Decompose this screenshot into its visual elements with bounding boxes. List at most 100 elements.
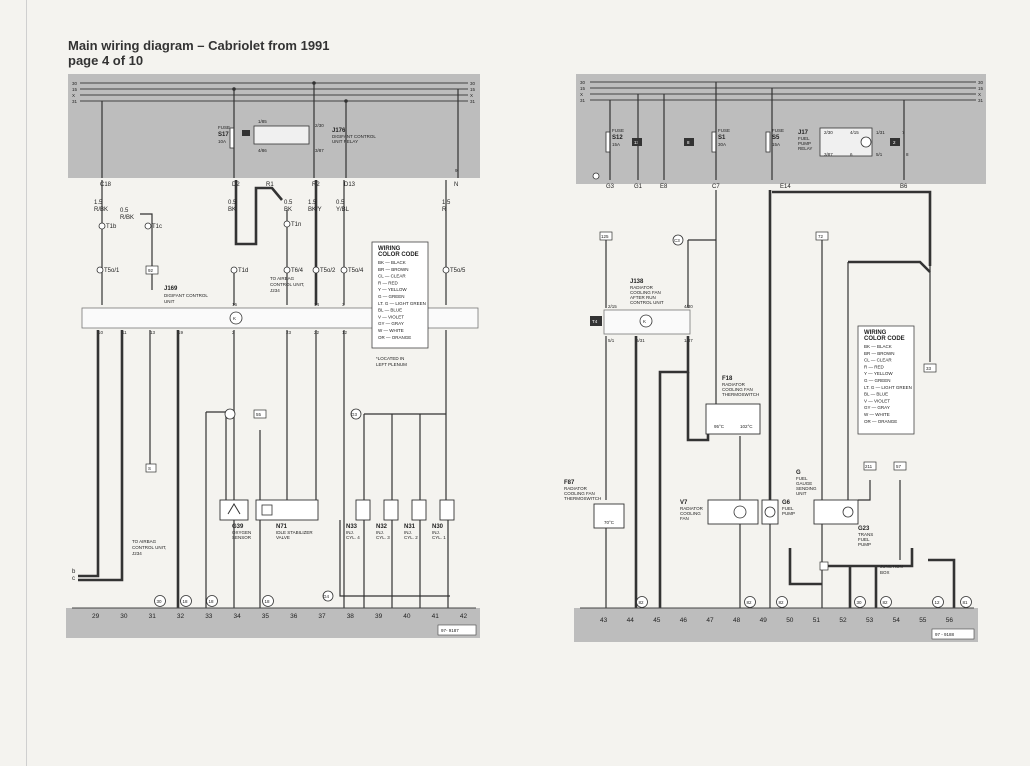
fuse-id: S5 bbox=[772, 135, 780, 141]
fuse-box-marker bbox=[890, 138, 900, 146]
terminal-d13: D13 bbox=[344, 182, 356, 188]
component-name: INJ. bbox=[376, 530, 384, 535]
ground-bar-number: 41 bbox=[432, 613, 440, 620]
wire-size: 0.5 bbox=[120, 208, 129, 214]
component-name-2: CYL. 3 bbox=[376, 535, 390, 540]
fuse-marker bbox=[242, 130, 250, 136]
component-n32-injector bbox=[383, 499, 399, 521]
junction-dot bbox=[232, 87, 236, 91]
relay-id: J176 bbox=[332, 128, 346, 134]
ecu-name: DIGIFANT CONTROL bbox=[164, 293, 208, 298]
connector-icon bbox=[340, 266, 348, 274]
bottom-ref-circle-icon bbox=[180, 595, 192, 607]
valve-icon bbox=[261, 504, 273, 516]
component-id: N32 bbox=[376, 524, 388, 530]
ground-ref-icon bbox=[322, 590, 334, 602]
terminal-g1: G1 bbox=[634, 184, 643, 190]
motor-icon bbox=[764, 506, 776, 518]
ref-box bbox=[145, 265, 159, 275]
color-code-entry: LT. G — LIGHT GREEN bbox=[864, 385, 912, 390]
ground-bar-number: 49 bbox=[760, 617, 768, 624]
page-code-box bbox=[931, 628, 975, 640]
relay-j176-box bbox=[253, 125, 310, 145]
ground-bar-number: 48 bbox=[733, 617, 741, 624]
relay-name-2: UNIT RELAY bbox=[332, 139, 358, 144]
ecu-symbol-k: K bbox=[233, 316, 236, 321]
connector-icon bbox=[96, 266, 104, 274]
relay-name: DIGIFANT CONTROL bbox=[332, 134, 376, 139]
component-name: RADIATOR bbox=[722, 382, 746, 387]
color-code-entry: GY — GRAY bbox=[378, 321, 404, 326]
ground-bar-number: 34 bbox=[234, 613, 242, 620]
component-name-2: PUMP bbox=[782, 511, 795, 516]
ground-bar-number: 47 bbox=[706, 617, 714, 624]
ground-bar-number: 55 bbox=[919, 617, 927, 624]
fuse-label: FUSE bbox=[772, 128, 784, 133]
connector-t5o1: T5o/1 bbox=[104, 268, 120, 274]
motor-icon bbox=[733, 505, 747, 519]
color-code-entry: GY — GRAY bbox=[864, 405, 890, 410]
ground-bar-number: 50 bbox=[786, 617, 794, 624]
component-name: OXYGEN bbox=[232, 530, 251, 535]
ecu-pin: 22 bbox=[314, 330, 320, 335]
fuse-s5-symbol bbox=[765, 131, 771, 153]
fuse-id: S12 bbox=[612, 135, 623, 141]
ecu-pin: 4/30 bbox=[684, 304, 693, 309]
component-id: N30 bbox=[432, 524, 444, 530]
left-ground-bar bbox=[66, 608, 480, 638]
fuse-rating: 30A bbox=[718, 142, 726, 147]
bottom-ref-label: 30 bbox=[157, 599, 163, 604]
component-id: N71 bbox=[276, 524, 288, 530]
airbag-note-2: CONTROL UNIT, bbox=[132, 545, 166, 550]
color-code-entry: OR — ORANGE bbox=[864, 419, 897, 424]
fuse-id: S17 bbox=[218, 132, 229, 138]
fuse-label: FUSE bbox=[718, 128, 730, 133]
wire-junction-drops bbox=[848, 566, 878, 608]
ground-bar-number: 53 bbox=[866, 617, 874, 624]
left-panel: 30 15 X 31 30 15 X 31 FUSE S17 10A 1/85 … bbox=[66, 74, 480, 638]
splice-icon bbox=[224, 408, 236, 420]
temp-label: 95°C bbox=[714, 424, 725, 429]
component-name-3: SENDING bbox=[796, 486, 817, 491]
wire-color: R bbox=[442, 207, 447, 213]
ref-circle-icon bbox=[672, 234, 684, 246]
component-id: F87 bbox=[564, 480, 575, 486]
connector-icon bbox=[312, 266, 320, 274]
component-name-3: THERMOSWITCH bbox=[564, 496, 601, 501]
terminal-c18: C18 bbox=[100, 182, 112, 188]
terminal-c7: C7 bbox=[712, 184, 720, 190]
wire-size: 1.5 bbox=[94, 200, 103, 206]
component-name: FUEL bbox=[796, 476, 808, 481]
component-id: G6 bbox=[782, 500, 791, 506]
bottom-ref-circle-icon bbox=[932, 596, 944, 608]
terminal-r1: R1 bbox=[266, 182, 274, 188]
component-n71-idle-valve bbox=[255, 499, 319, 521]
component-id: N33 bbox=[346, 524, 358, 530]
ground-ref-icon bbox=[350, 408, 362, 420]
wire-br-bl bbox=[78, 330, 124, 582]
wire-d2-loop bbox=[234, 180, 283, 246]
component-name-2: COOLING FAN bbox=[564, 491, 595, 496]
color-code-title: WIRING bbox=[864, 330, 887, 336]
component-name-4: UNIT bbox=[796, 491, 807, 496]
component-id: N31 bbox=[404, 524, 416, 530]
ground-bar-number: 31 bbox=[149, 613, 157, 620]
ecu-symbol-icon bbox=[229, 311, 243, 325]
ground-bar-number: 36 bbox=[290, 613, 298, 620]
page-edge-line bbox=[26, 0, 27, 766]
ecu-pin: 16 bbox=[232, 302, 238, 307]
connector-icon bbox=[98, 222, 106, 230]
component-name-2: CYL. 4 bbox=[346, 535, 360, 540]
component-name: INJ. bbox=[432, 530, 440, 535]
located-note: *LOCATED IN bbox=[376, 356, 404, 361]
connector-icon bbox=[592, 172, 600, 180]
ground-bar-number: 30 bbox=[120, 613, 128, 620]
component-name-2: FUEL bbox=[858, 537, 870, 542]
motor-icon bbox=[842, 506, 854, 518]
bottom-ref-label: 82 bbox=[779, 600, 785, 605]
ground-bar-number: 37 bbox=[318, 613, 326, 620]
relay-coil-icon bbox=[860, 136, 872, 148]
bus-label-15-right: 15 bbox=[470, 87, 476, 92]
wire-size: 0.5 bbox=[336, 200, 345, 206]
color-code-entry: BK — BLACK bbox=[864, 344, 892, 349]
